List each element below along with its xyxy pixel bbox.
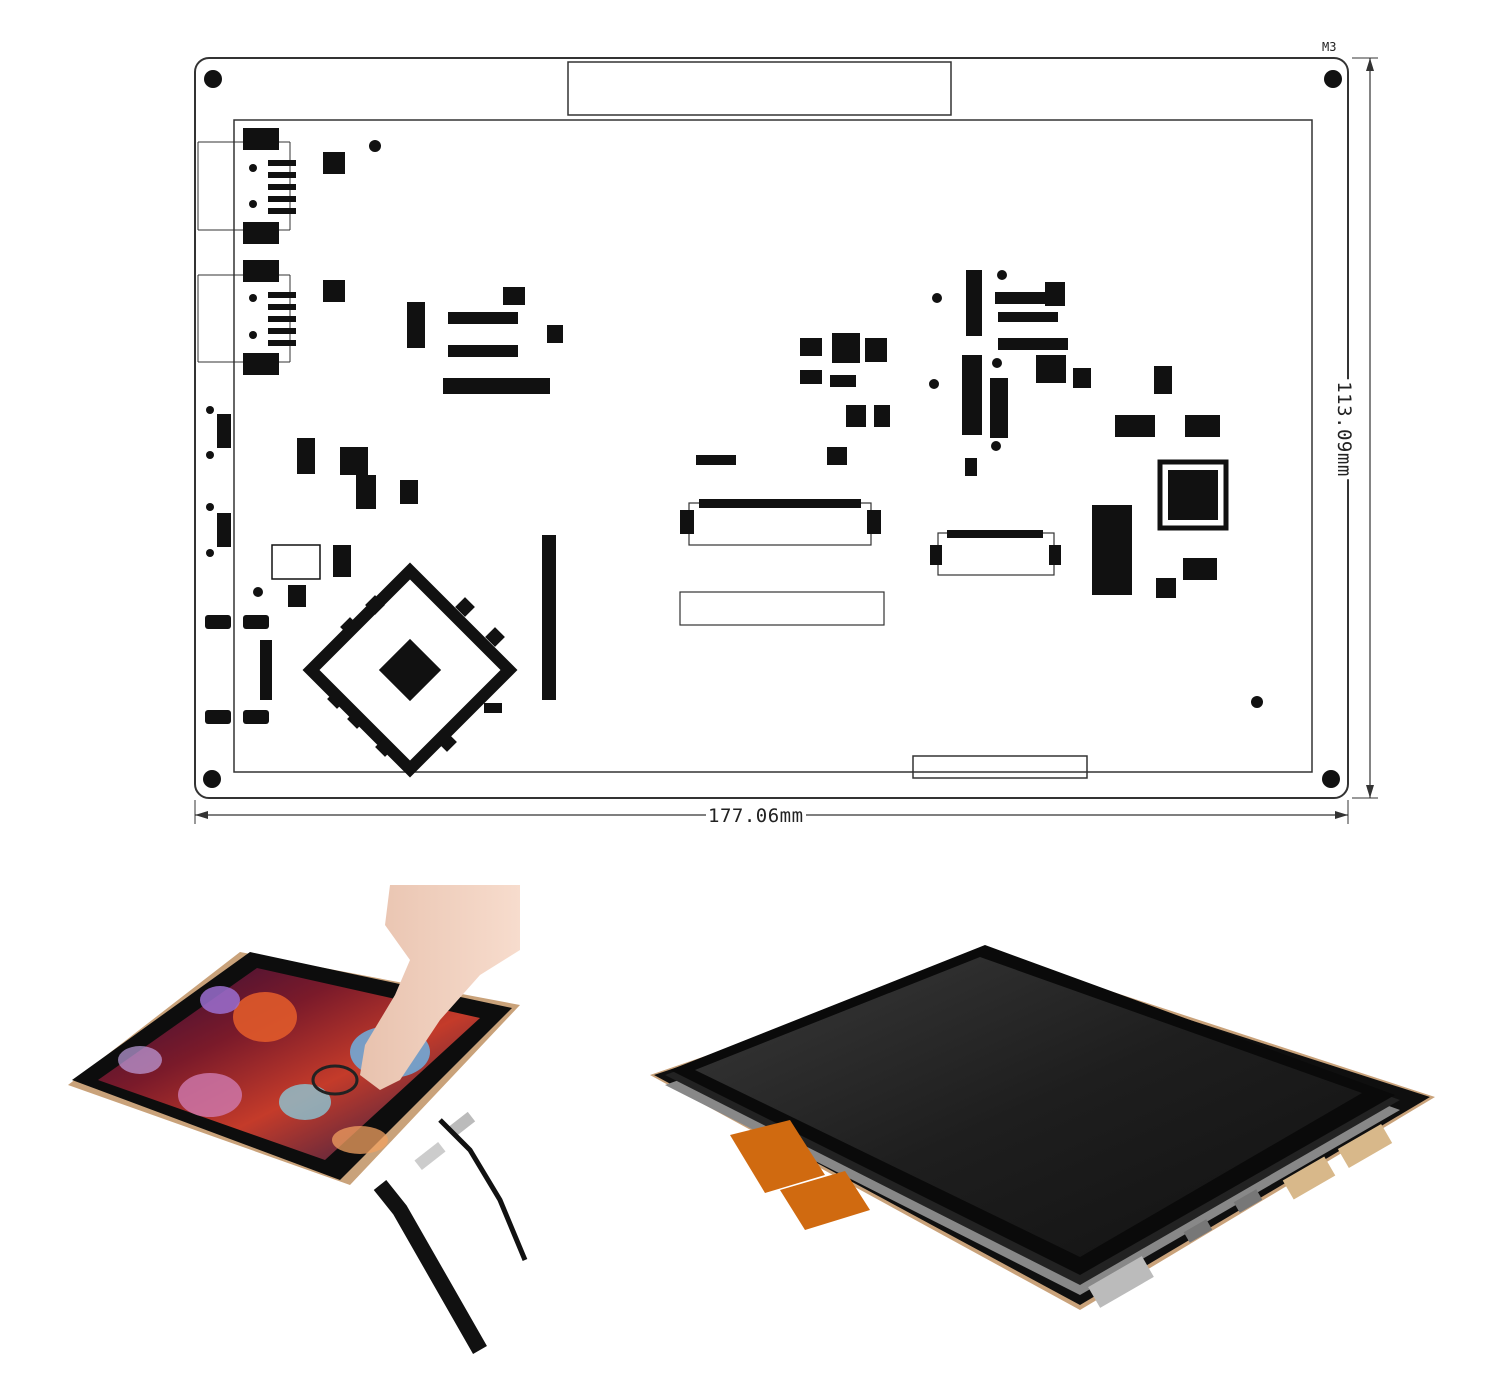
main-processor-chip bbox=[302, 562, 518, 778]
mounting-hole-label: M3 bbox=[1322, 40, 1337, 54]
jellyfish bbox=[200, 986, 240, 1014]
jellyfish bbox=[233, 992, 297, 1042]
usb-port bbox=[448, 1111, 476, 1137]
touch-display-photo bbox=[68, 885, 528, 1354]
usb-port bbox=[1337, 1123, 1393, 1169]
label-area bbox=[679, 591, 885, 626]
touch-ripple bbox=[311, 1064, 359, 1096]
smd-components bbox=[271, 140, 1263, 713]
display-screen bbox=[695, 957, 1362, 1257]
micro-usb-ports bbox=[205, 406, 272, 724]
chip-periphery bbox=[327, 595, 505, 757]
jellyfish bbox=[118, 1046, 162, 1074]
micro-usb-port bbox=[1183, 1219, 1213, 1243]
bottom-connector-outline bbox=[912, 755, 1088, 779]
height-dimension-label: 113.09mm bbox=[1332, 379, 1355, 479]
ribbon-cable bbox=[780, 1171, 870, 1230]
usb-cable bbox=[438, 1118, 528, 1261]
finger bbox=[360, 885, 520, 1090]
display-area-outline bbox=[233, 119, 1313, 773]
ribbon-cable bbox=[730, 1120, 825, 1193]
jellyfish bbox=[279, 1084, 331, 1120]
micro-usb-port bbox=[1233, 1189, 1263, 1213]
jellyfish bbox=[332, 1126, 388, 1154]
top-connector-outline bbox=[567, 61, 952, 116]
mounting-hole bbox=[204, 70, 222, 88]
ffc-connector-right bbox=[930, 530, 1061, 576]
hdmi-port bbox=[1088, 1256, 1154, 1308]
board-outline bbox=[194, 57, 1349, 799]
ffc-connector-left bbox=[680, 499, 881, 546]
usb-connector-upper bbox=[197, 128, 296, 244]
usb-connector-lower bbox=[197, 260, 296, 375]
angled-display-photo bbox=[650, 945, 1435, 1310]
secondary-chip bbox=[1157, 459, 1229, 531]
usb-port bbox=[1282, 1156, 1336, 1200]
width-dimension-label: 177.06mm bbox=[706, 805, 806, 827]
hdmi-port bbox=[414, 1142, 446, 1170]
mounting-hole bbox=[1322, 770, 1340, 788]
jellyfish bbox=[178, 1073, 242, 1117]
mounting-hole bbox=[1324, 70, 1342, 88]
hdmi-cable bbox=[373, 1180, 487, 1354]
mounting-hole bbox=[203, 770, 221, 788]
